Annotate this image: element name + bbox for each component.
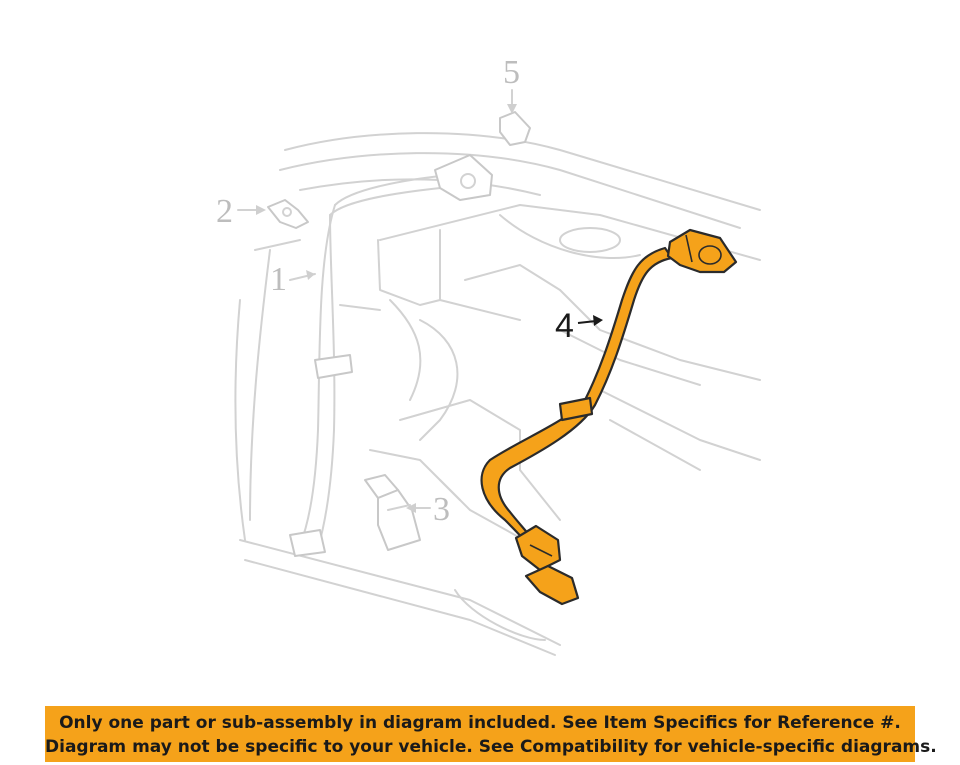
callout-4-label: 4 [555, 307, 574, 345]
callout-5-label: 5 [503, 54, 520, 91]
callout-5: 5 [503, 54, 520, 114]
callout-2-label: 2 [216, 193, 233, 230]
callout-1-label: 1 [270, 261, 287, 298]
buckle-part-3 [364, 474, 421, 551]
seat-belt-part-1 [289, 154, 493, 557]
bracket-part-5 [499, 111, 531, 146]
disclaimer-banner: Only one part or sub-assembly in diagram… [45, 706, 937, 762]
disclaimer-line-2: Diagram may not be specific to your vehi… [45, 737, 937, 757]
clip-part-2 [267, 199, 309, 229]
callout-2: 2 [216, 193, 266, 230]
seat-belt-part-4-highlighted [480, 228, 738, 606]
callout-3-label: 3 [433, 491, 450, 528]
callout-4: 4 [555, 307, 603, 345]
vehicle-body-outline [234, 132, 761, 656]
callout-1: 1 [270, 261, 316, 298]
disclaimer-line-1: Only one part or sub-assembly in diagram… [59, 713, 901, 733]
callout-3: 3 [406, 491, 450, 528]
parts-diagram: 1 2 3 4 5 [216, 54, 761, 656]
